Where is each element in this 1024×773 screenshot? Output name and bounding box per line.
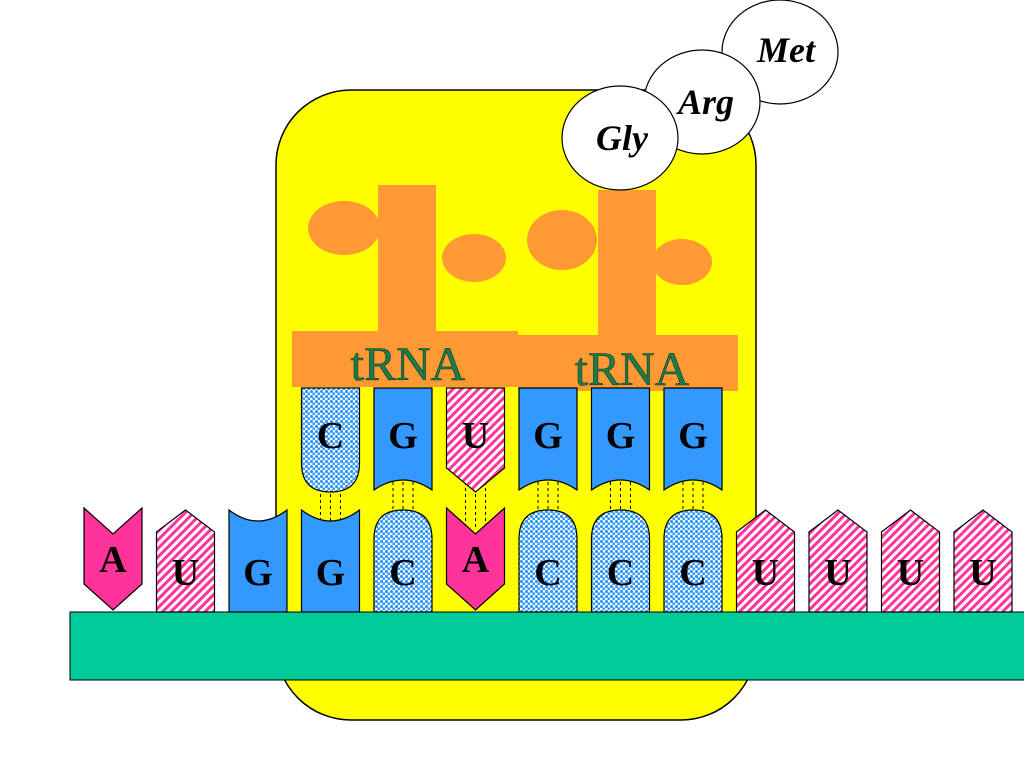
anticodon-base-letter: G	[533, 415, 563, 457]
mrna-base-13: U	[953, 509, 1013, 613]
mrna-base-7: C	[518, 509, 578, 613]
trna-1-anticodon-base-1: C	[300, 387, 361, 493]
mrna-base-letter: A	[99, 539, 127, 581]
mrna-base-11: U	[808, 509, 868, 613]
mrna-base-shape	[228, 508, 288, 613]
mrna-base-shape	[445, 506, 506, 611]
mrna-base-8: C	[590, 509, 651, 613]
mrna-base-letter: G	[243, 552, 273, 594]
mrna-base-letter: U	[897, 552, 924, 594]
mrna-base-5: C	[373, 509, 433, 613]
mrna-base-shape	[518, 509, 578, 613]
mrna-base-shape	[880, 509, 941, 613]
mrna-strand	[69, 611, 1024, 681]
amino-acid-gly	[561, 85, 679, 191]
trna-1	[292, 185, 518, 387]
mrna-base-shape	[373, 509, 433, 613]
anticodon-base-letter: G	[388, 415, 418, 457]
trna-2-anticodon-base-2: G	[590, 387, 651, 492]
mrna-base-letter: C	[389, 552, 416, 594]
mrna-base-4: G	[300, 508, 361, 613]
mrna-base-letter: G	[316, 552, 346, 594]
anticodon-base-letter: G	[678, 415, 708, 457]
anticodon-base-shape	[590, 387, 651, 492]
trna-1-anticodon-base-3: U	[445, 387, 506, 493]
mrna-base-shape	[808, 509, 868, 613]
trna-2-anticodon-base-1: G	[518, 387, 578, 492]
anticodon-base-shape	[518, 387, 578, 492]
mrna-base-letter: C	[679, 552, 706, 594]
amino-acid-met-label: Met	[756, 30, 816, 70]
mrna-base-10: U	[735, 509, 796, 613]
mrna-base-letter: U	[969, 552, 996, 594]
mrna-base-shape	[300, 508, 361, 613]
mrna-base-shape	[83, 506, 143, 611]
mrna-base-letter: U	[752, 552, 779, 594]
amino-acid-gly-label: Gly	[596, 118, 649, 158]
amino-acid-arg-label: Arg	[676, 82, 734, 122]
trna-1-label: tRNA	[351, 338, 466, 391]
anticodon-base-shape	[300, 387, 361, 493]
amino-acid-chain: Met Arg Gly	[561, 0, 839, 191]
trna-1-anticodon-base-2: G	[373, 387, 433, 492]
mrna-base-shape	[953, 509, 1013, 613]
mrna-base-1: A	[83, 506, 143, 611]
anticodon-base-shape	[663, 387, 723, 492]
mrna-base-letter: A	[462, 539, 490, 581]
mrna-base-shape	[735, 509, 796, 613]
anticodon-base-letter: C	[317, 415, 344, 457]
mrna-base-shape	[663, 509, 723, 613]
mrna-base-letter: C	[607, 552, 634, 594]
mrna-base-6: A	[445, 506, 506, 611]
mrna-base-letter: U	[824, 552, 851, 594]
anticodon-base-shape	[445, 387, 506, 493]
mrna-base-12: U	[880, 509, 941, 613]
mrna-base-9: C	[663, 509, 723, 613]
anticodon-base-letter: U	[462, 415, 489, 457]
mrna-base-letter: U	[172, 552, 199, 594]
anticodon-base-letter: G	[606, 415, 636, 457]
trna-2	[518, 190, 738, 391]
anticodon-base-shape	[373, 387, 433, 492]
mrna-base-shape	[590, 509, 651, 613]
mrna-base-3: G	[228, 508, 288, 613]
trna-2-label: tRNA	[575, 343, 690, 396]
trna-2-anticodon-base-3: G	[663, 387, 723, 492]
mrna-base-2: U	[155, 509, 216, 613]
mrna-base-letter: C	[534, 552, 561, 594]
mrna-base-shape	[155, 509, 216, 613]
